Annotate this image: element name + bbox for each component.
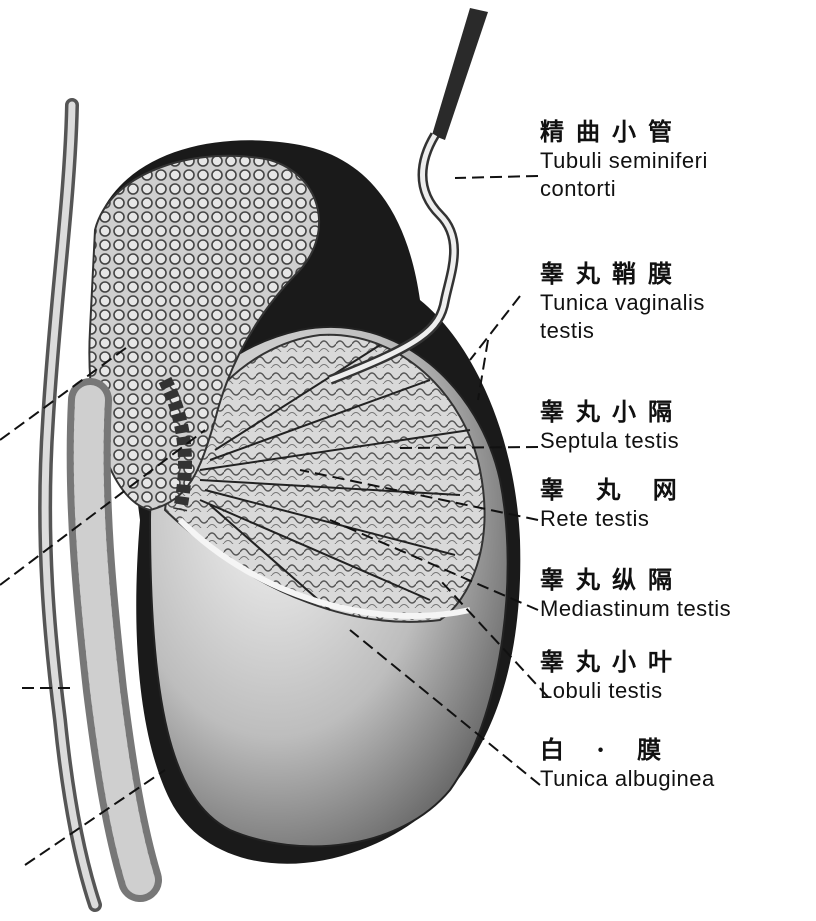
label-mediastinum-testis: 睾丸纵隔 Mediastinum testis <box>540 568 731 620</box>
label-zh: 睾丸小叶 <box>540 647 684 676</box>
label-zh: 白 · 膜 <box>540 735 674 764</box>
epididymis-head <box>88 154 321 512</box>
leader-mediastinum <box>329 519 539 611</box>
label-la: Tunica albuginea <box>540 766 715 791</box>
rete-testis-channel <box>158 376 192 512</box>
label-la: Septula testis <box>540 428 680 453</box>
label-la: Rete testis <box>540 506 650 531</box>
tunica-albuginea <box>177 517 471 619</box>
label-tunica-albuginea: 白 · 膜 Tunica albuginea <box>540 738 715 790</box>
leader-septula <box>399 446 539 449</box>
label-tunica-vaginalis: 睾丸鞘膜 Tunica vaginalis testis <box>540 262 705 342</box>
label-zh: 睾丸纵隔 <box>540 565 684 594</box>
epididymis-coils <box>73 385 155 895</box>
leader-tubuli <box>454 175 539 179</box>
label-septula-testis: 睾丸小隔 Septula testis <box>540 400 684 452</box>
cut-surface <box>163 333 486 623</box>
label-la: Lobuli testis <box>540 678 663 703</box>
forceps <box>432 8 488 140</box>
leader-left-2 <box>0 429 206 586</box>
label-zh: 精曲小管 <box>540 117 684 146</box>
leader-albuginea <box>349 629 541 786</box>
leader-vaginalis-a <box>469 295 521 361</box>
label-la: Tubuli seminiferi <box>540 148 708 173</box>
label-lobuli-testis: 睾丸小叶 Lobuli testis <box>540 650 684 702</box>
leader-lobuli <box>439 579 549 698</box>
label-la: Mediastinum testis <box>540 596 732 621</box>
label-la: Tunica vaginalis <box>540 290 705 315</box>
pulled-tubule-inner <box>329 133 457 383</box>
label-la: testis <box>540 318 595 343</box>
leader-left-4 <box>24 769 166 866</box>
leader-rete <box>299 469 539 521</box>
label-zh: 睾 丸 网 <box>540 475 689 504</box>
label-zh: 睾丸小隔 <box>540 397 684 426</box>
leader-lines <box>0 175 549 866</box>
label-la: contorti <box>540 176 617 201</box>
label-zh: 睾丸鞘膜 <box>540 259 684 288</box>
label-rete-testis: 睾 丸 网 Rete testis <box>540 478 689 530</box>
leader-left-1 <box>0 344 131 441</box>
leader-vaginalis-b <box>477 339 489 401</box>
label-tubuli-seminiferi: 精曲小管 Tubuli seminiferi contorti <box>540 120 708 200</box>
septula-lines <box>199 344 471 611</box>
